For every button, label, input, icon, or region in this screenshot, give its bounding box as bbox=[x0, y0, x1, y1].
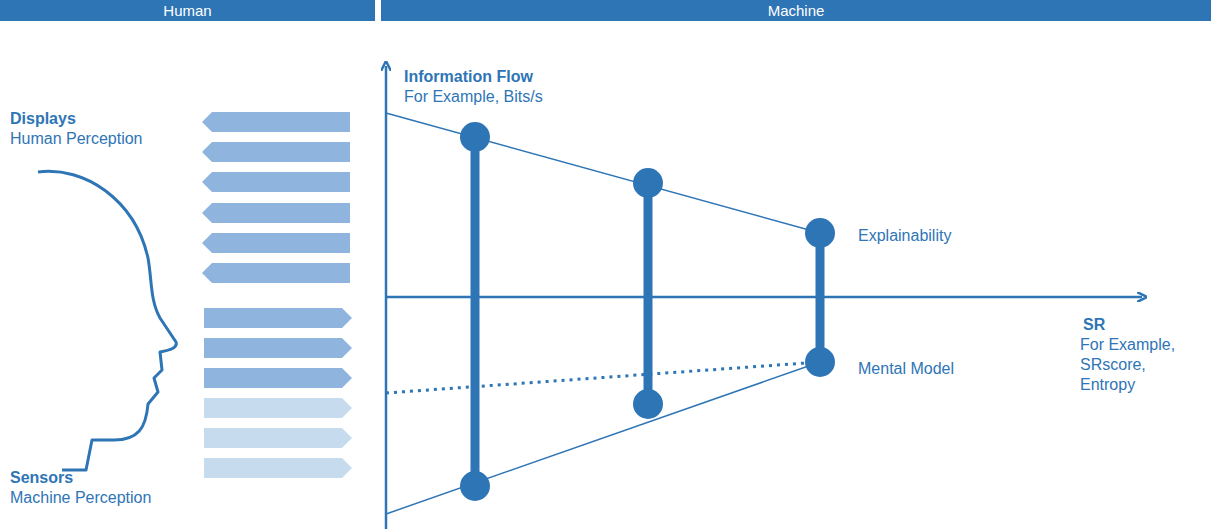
axis-title: Information Flow bbox=[404, 67, 533, 87]
range-bars bbox=[475, 137, 820, 486]
header-bar: Machine bbox=[381, 0, 1211, 21]
group-subtitle: Human Perception bbox=[10, 129, 143, 149]
header-text: Human bbox=[163, 2, 211, 19]
header-text: Machine bbox=[768, 2, 825, 19]
group-subtitle: Machine Perception bbox=[10, 488, 151, 508]
group-title: Displays bbox=[10, 109, 76, 129]
range-dots bbox=[460, 122, 835, 501]
axis-subtitle: For Example, Bits/s bbox=[404, 87, 543, 107]
group-title: Sensors bbox=[10, 468, 73, 488]
series-label: Mental Model bbox=[858, 359, 954, 379]
head-profile bbox=[38, 171, 176, 470]
upper-bound bbox=[386, 113, 820, 233]
lower-bound bbox=[386, 362, 820, 514]
axis-subtitle: For Example, SRscore, Entropy bbox=[1080, 335, 1205, 395]
sensor-arrows bbox=[204, 308, 352, 478]
series-label: Explainability bbox=[858, 226, 951, 246]
axis-title: SR bbox=[1083, 315, 1105, 335]
mental-model-trend bbox=[386, 362, 820, 393]
display-arrows bbox=[202, 112, 350, 283]
x-axis bbox=[386, 296, 1142, 299]
header-bar: Human bbox=[0, 0, 375, 21]
